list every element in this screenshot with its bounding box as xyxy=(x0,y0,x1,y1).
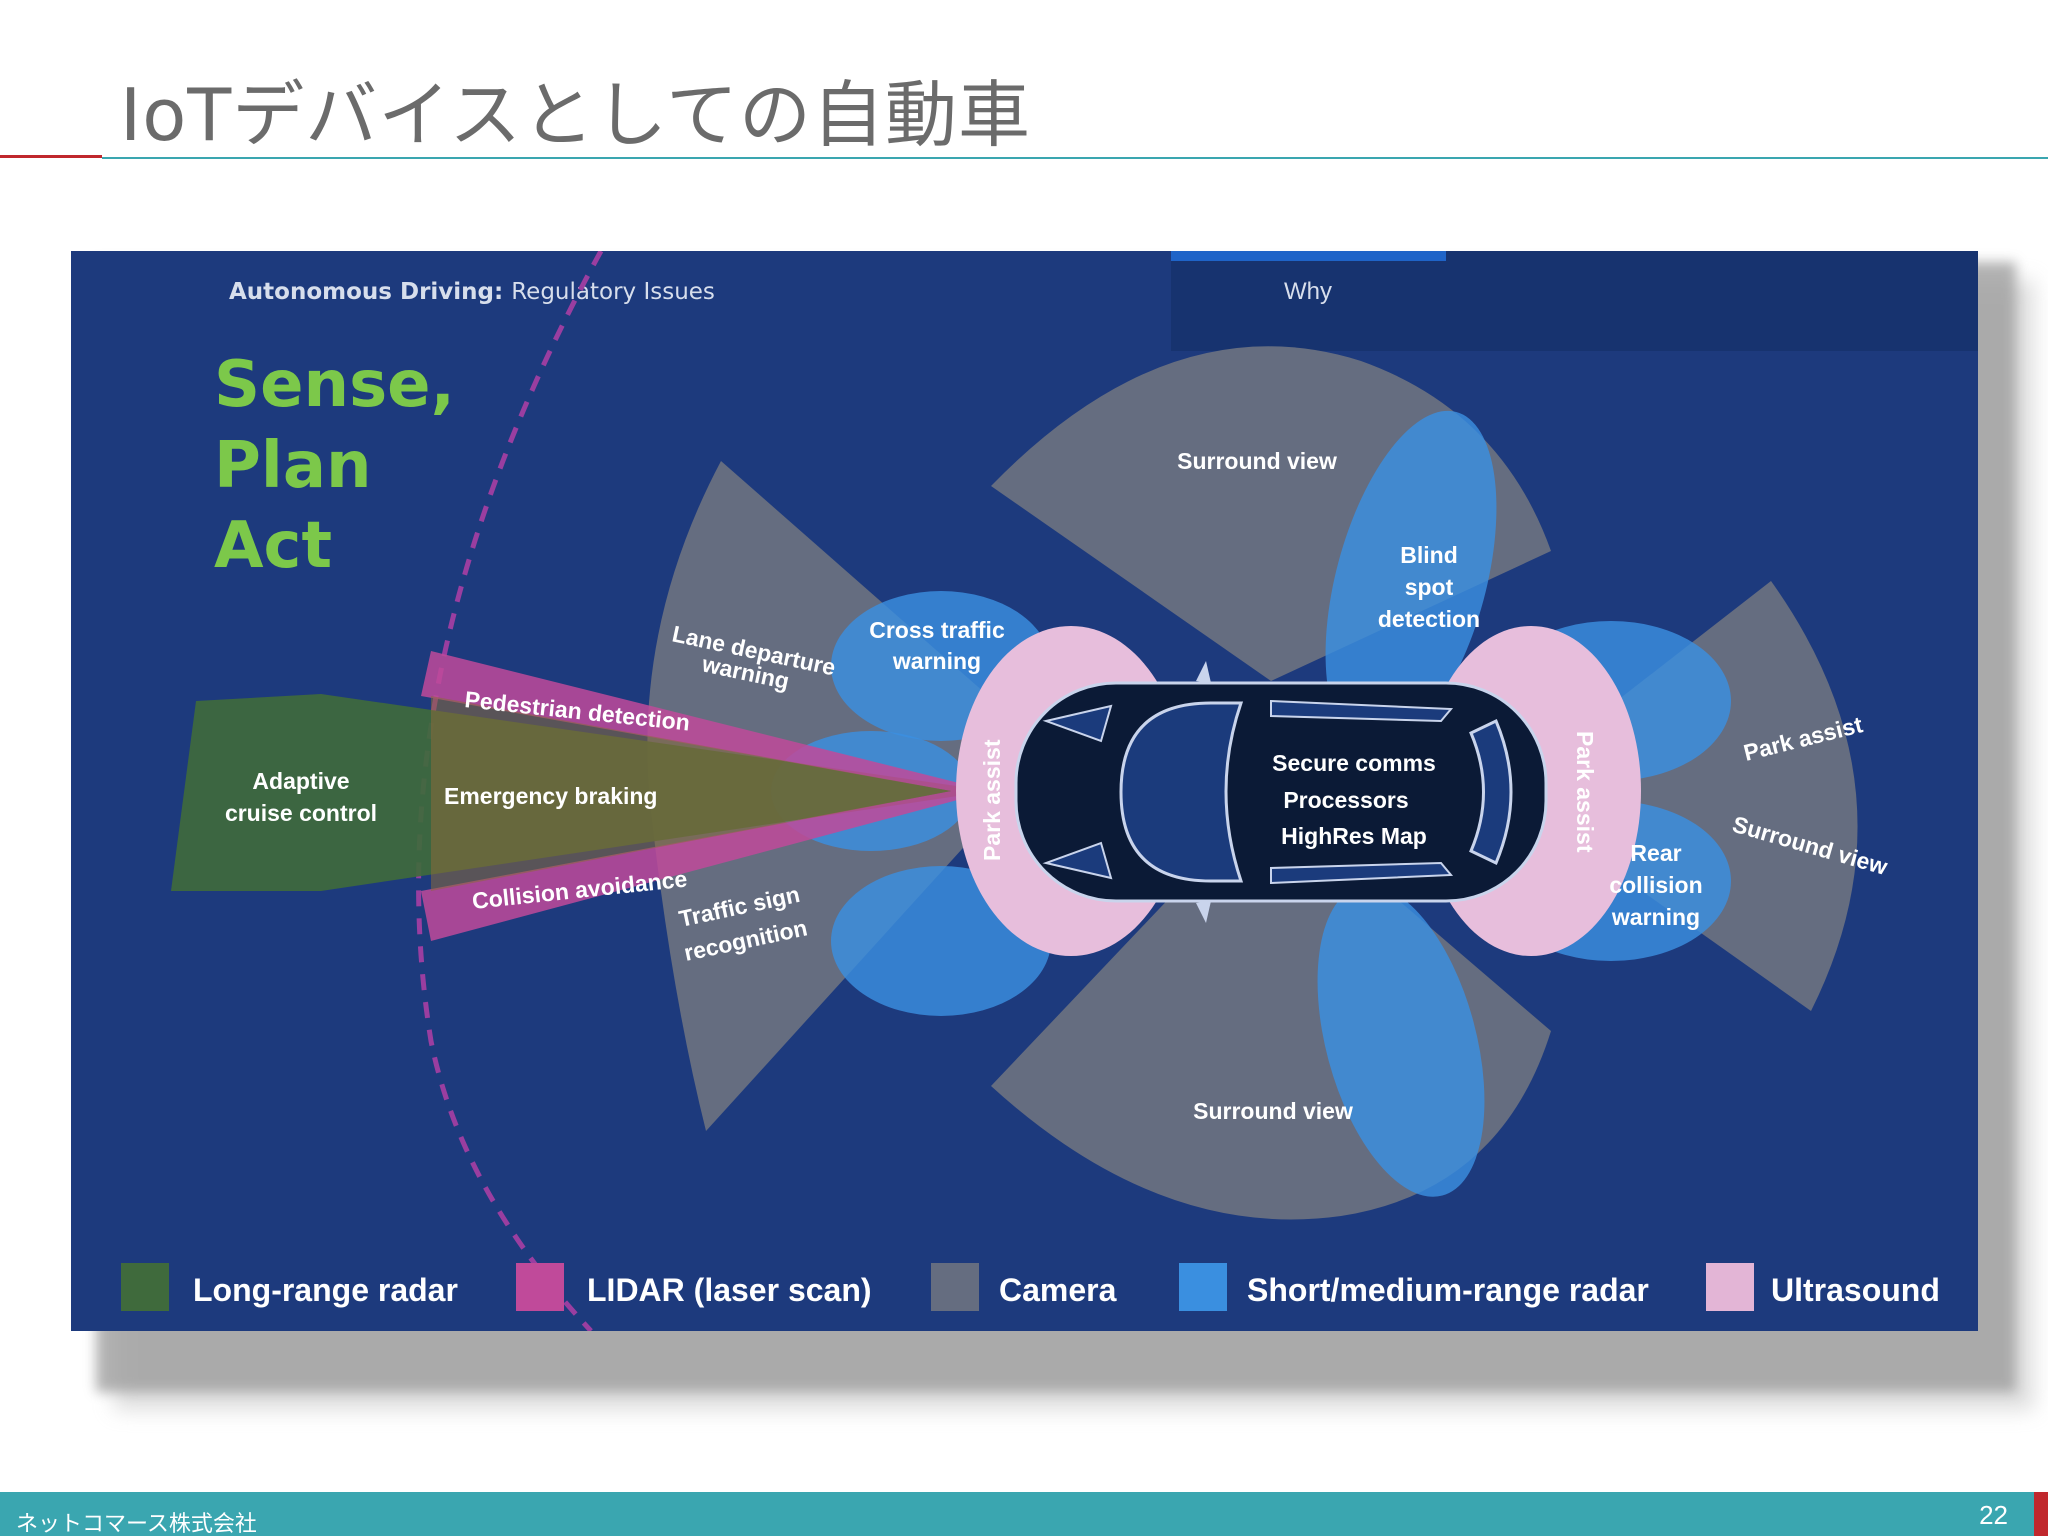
camera-sector-rear xyxy=(1501,581,1858,1011)
tab-why[interactable]: Why xyxy=(1284,278,1332,305)
radar-lobe-blindspot-bottom xyxy=(1317,885,1485,1197)
car-headlight-top xyxy=(1042,704,1113,743)
headline-line-3: Act xyxy=(214,509,332,583)
legend-swatch-ultrasound xyxy=(1706,1263,1754,1311)
label-rear-collision-3: warning xyxy=(1611,904,1700,930)
car-mirror-bottom xyxy=(1196,901,1211,923)
legend-label-long-range-radar: Long-range radar xyxy=(193,1272,458,1308)
legend-label-camera: Camera xyxy=(999,1272,1117,1308)
legend: Long-range radar LIDAR (laser scan) Came… xyxy=(121,1263,1940,1311)
title-rule-accent xyxy=(0,155,102,158)
range-boundary-arc xyxy=(416,251,604,1331)
label-processors: Processors xyxy=(1283,787,1408,813)
car-side-window-bottom xyxy=(1270,861,1454,885)
footer-bar xyxy=(0,1492,2048,1536)
header-rest: Regulatory Issues xyxy=(511,279,715,305)
header-bold: Autonomous Driving: xyxy=(229,279,503,305)
tab-bar xyxy=(1171,251,1978,351)
diagram-panel: Why Autonomous Driving: Regulatory Issues… xyxy=(71,251,1978,1331)
title-rule xyxy=(102,157,2048,159)
emergency-braking-zone xyxy=(431,696,951,891)
sensor-diagram: Why Autonomous Driving: Regulatory Issues… xyxy=(121,251,1978,1331)
label-adaptive-cruise-2: cruise control xyxy=(225,800,377,826)
radar-lobe-blindspot-top xyxy=(1325,410,1497,752)
label-park-assist-rear: Park assist xyxy=(1572,731,1598,853)
slide-title: IoTデバイスとしての自動車 xyxy=(120,73,1031,157)
legend-swatch-short-range-radar xyxy=(1179,1263,1227,1311)
car-side-window-top xyxy=(1270,699,1454,723)
diagram-header: Autonomous Driving: Regulatory Issues xyxy=(229,279,715,305)
label-cross-traffic-1: Cross traffic xyxy=(869,617,1005,643)
label-emergency-braking: Emergency braking xyxy=(444,783,657,809)
legend-swatch-camera xyxy=(931,1263,979,1311)
legend-label-short-range-radar: Short/medium-range radar xyxy=(1247,1272,1649,1308)
label-highres-map: HighRes Map xyxy=(1281,823,1427,849)
label-blind-spot-2: spot xyxy=(1405,574,1454,600)
legend-label-ultrasound: Ultrasound xyxy=(1771,1272,1940,1308)
label-blind-spot-1: Blind xyxy=(1400,542,1458,568)
label-blind-spot-3: detection xyxy=(1378,606,1480,632)
footer-company: ネットコマース株式会社 xyxy=(16,1512,257,1537)
headline-line-1: Sense, xyxy=(214,348,455,422)
legend-swatch-long-range-radar xyxy=(121,1263,169,1311)
legend-label-lidar: LIDAR (laser scan) xyxy=(587,1272,872,1308)
car-windshield xyxy=(1119,701,1244,883)
car-mirror-top xyxy=(1196,661,1211,683)
legend-swatch-lidar xyxy=(516,1263,564,1311)
headline-line-2: Plan xyxy=(214,429,372,503)
car-illustration xyxy=(1014,661,1548,923)
label-rear-collision-1: Rear xyxy=(1630,840,1681,866)
tab-indicator xyxy=(1171,251,1446,261)
label-surround-view-bottom: Surround view xyxy=(1193,1098,1353,1124)
footer-accent xyxy=(2034,1492,2048,1536)
label-cross-traffic-2: warning xyxy=(892,648,981,674)
page-number: 22 xyxy=(1979,1500,2008,1530)
car-rear-window xyxy=(1469,718,1513,866)
lidar-beam xyxy=(421,651,991,941)
label-surround-view-top: Surround view xyxy=(1177,448,1337,474)
label-adaptive-cruise-1: Adaptive xyxy=(252,768,349,794)
label-park-assist-front: Park assist xyxy=(979,739,1005,861)
car-headlight-bottom xyxy=(1042,841,1113,880)
label-secure-comms: Secure comms xyxy=(1272,750,1436,776)
label-rear-collision-2: collision xyxy=(1609,872,1702,898)
